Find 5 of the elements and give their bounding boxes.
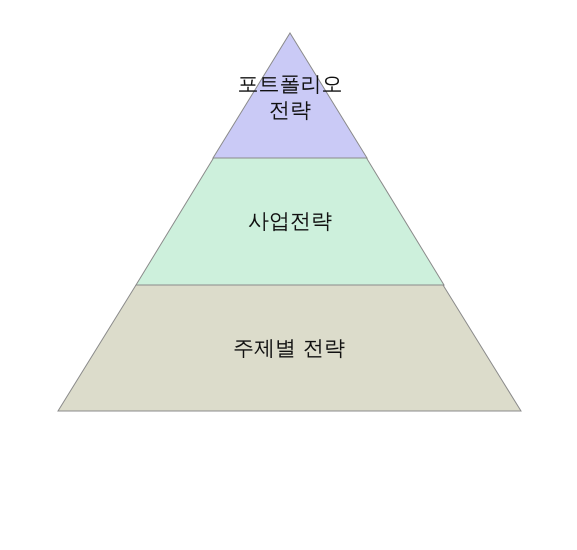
level-label: 주제별 전략 — [232, 335, 346, 361]
pyramid-level — [58, 285, 521, 411]
level-label: 사업전략 — [247, 208, 333, 234]
pyramid-level — [136, 158, 444, 285]
level-label: 포트폴리오 전략 — [236, 71, 344, 123]
